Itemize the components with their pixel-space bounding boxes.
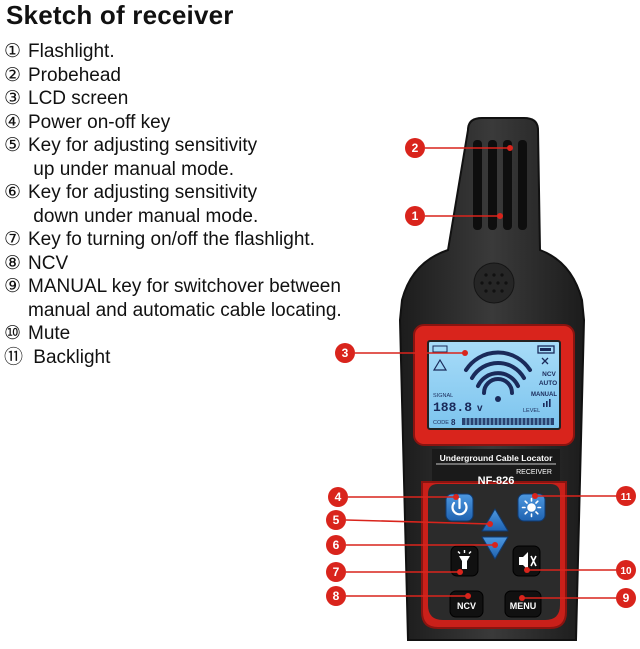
callout-badge-6: 6 xyxy=(326,535,346,555)
mute-indicator-icon xyxy=(541,357,549,365)
menu-button[interactable]: MENU xyxy=(504,590,542,618)
svg-text:6: 6 xyxy=(333,538,340,552)
svg-text:8: 8 xyxy=(333,589,340,603)
callout-badge-10: 10 xyxy=(616,560,636,580)
ncv-button-label: NCV xyxy=(457,601,476,611)
callout-endpoints xyxy=(453,145,538,601)
legend-item-flashlight-key: ⑦ Key fo turning on/off the flashlight. xyxy=(4,228,394,252)
svg-text:10: 10 xyxy=(620,566,632,577)
svg-text:5: 5 xyxy=(333,513,340,527)
lcd-auto-label: AUTO xyxy=(539,380,557,387)
battery-icon xyxy=(537,345,555,354)
svg-text:2: 2 xyxy=(412,141,419,155)
level-scale-bar xyxy=(462,418,554,425)
legend-number: ① xyxy=(4,41,22,62)
legend-text: Power on-off key xyxy=(28,111,171,133)
lcd-unit: v xyxy=(477,403,483,414)
legend-text: MANUAL key for switchover between xyxy=(28,276,341,297)
legend-item-sens-up: ⑤ Key for adjusting sensitivity up under … xyxy=(4,134,394,181)
lcd-manual-label: MANUAL xyxy=(531,392,557,398)
callout-badge-5: 5 xyxy=(326,510,346,530)
legend-number: ⑥ xyxy=(4,182,22,203)
legend-text: Probehead xyxy=(28,64,121,86)
lcd-signal-label: SIGNAL xyxy=(433,393,453,399)
legend-number: ⑧ xyxy=(4,252,22,274)
lcd-screen: NCV AUTO MANUAL SIGNAL 188.8 v LEVEL COD… xyxy=(427,340,561,430)
legend-text: Flashlight. xyxy=(28,41,115,62)
level-bars-icon xyxy=(543,399,551,407)
legend-text: Key fo turning on/off the flashlight. xyxy=(28,229,315,250)
callout-badge-9: 9 xyxy=(616,588,636,608)
legend-number: ⑩ xyxy=(4,323,22,344)
mute-button[interactable] xyxy=(512,545,541,577)
callout-badge-2: 2 xyxy=(405,138,425,158)
lcd-digits: 188.8 xyxy=(433,400,472,415)
lcd-code-value: 8 xyxy=(451,418,456,427)
callout-badge-11: 11 xyxy=(616,486,636,506)
legend-item-power: ④ Power on-off key xyxy=(4,111,394,135)
page-title: Sketch of receiver xyxy=(6,0,234,30)
callout-badge-7: 7 xyxy=(326,562,346,582)
legend-item-sens-down: ⑥ Key for adjusting sensitivity down unde… xyxy=(4,181,394,228)
power-icon xyxy=(451,497,468,516)
legend-text: Key for adjusting sensitivity xyxy=(28,135,258,156)
legend-text: Mute xyxy=(28,323,71,344)
legend-item-probehead: ② Probehead xyxy=(4,64,394,88)
legend-number: ⑤ xyxy=(4,135,22,156)
legend-item-flashlight: ① Flashlight. xyxy=(4,40,394,64)
lcd-code-label: CODE xyxy=(433,420,449,426)
power-button[interactable] xyxy=(445,493,474,522)
callout-badge-1: 1 xyxy=(405,206,425,226)
callout-badge-4: 4 xyxy=(328,487,348,507)
flashlight-icon xyxy=(457,550,472,569)
backlight-button[interactable] xyxy=(517,493,546,522)
svg-text:4: 4 xyxy=(335,490,342,504)
svg-text:1: 1 xyxy=(412,209,419,223)
flashlight-button[interactable] xyxy=(450,545,479,577)
legend-item-mute: ⑩ Mute xyxy=(4,322,394,346)
lcd-level-label: LEVEL xyxy=(523,408,540,414)
legend-number: ③ xyxy=(4,88,22,109)
legend-text: Key for adjusting sensitivity xyxy=(28,182,258,203)
legend-text: NCV xyxy=(28,252,69,274)
signal-arcs-icon xyxy=(464,350,532,402)
ncv-button[interactable]: NCV xyxy=(449,590,484,618)
device-band-subtitle: RECEIVER xyxy=(516,469,552,476)
device-band-title: Underground Cable Locator xyxy=(440,453,554,463)
svg-text:7: 7 xyxy=(333,565,340,579)
legend-number: ⑦ xyxy=(4,229,22,250)
callout-badge-3: 3 xyxy=(335,343,355,363)
legend-number: ④ xyxy=(4,111,22,133)
svg-text:9: 9 xyxy=(623,591,630,605)
device-model: NF-826 xyxy=(478,475,515,487)
legend-text: Backlight xyxy=(28,346,111,368)
legend-item-backlight: ⑪ Backlight xyxy=(4,346,394,370)
legend-item-ncv: ⑧ NCV xyxy=(4,252,394,276)
legend-text-continued: up under manual mode. xyxy=(28,158,234,180)
mute-icon xyxy=(519,552,537,570)
legend-text-continued: down under manual mode. xyxy=(28,205,259,227)
legend-text: LCD screen xyxy=(28,88,129,109)
svg-text:11: 11 xyxy=(621,492,632,503)
legend-text-continued: manual and automatic cable locating. xyxy=(28,299,342,321)
legend-number: ⑪ xyxy=(4,346,24,368)
warning-icon xyxy=(432,358,448,371)
legend-item-lcd: ③ LCD screen xyxy=(4,87,394,111)
svg-text:3: 3 xyxy=(342,346,349,360)
legend-number: ⑨ xyxy=(4,276,22,297)
callout-badge-8: 8 xyxy=(326,586,346,606)
sound-wave-icon xyxy=(432,345,448,353)
lcd-ncv-label: NCV xyxy=(542,371,556,378)
callout-leaders xyxy=(345,147,622,599)
backlight-icon xyxy=(521,497,542,518)
legend-list: ① Flashlight. ② Probehead ③ LCD screen ④ Pow… xyxy=(4,40,394,369)
menu-button-label: MENU xyxy=(510,601,537,611)
legend-number: ② xyxy=(4,64,22,86)
